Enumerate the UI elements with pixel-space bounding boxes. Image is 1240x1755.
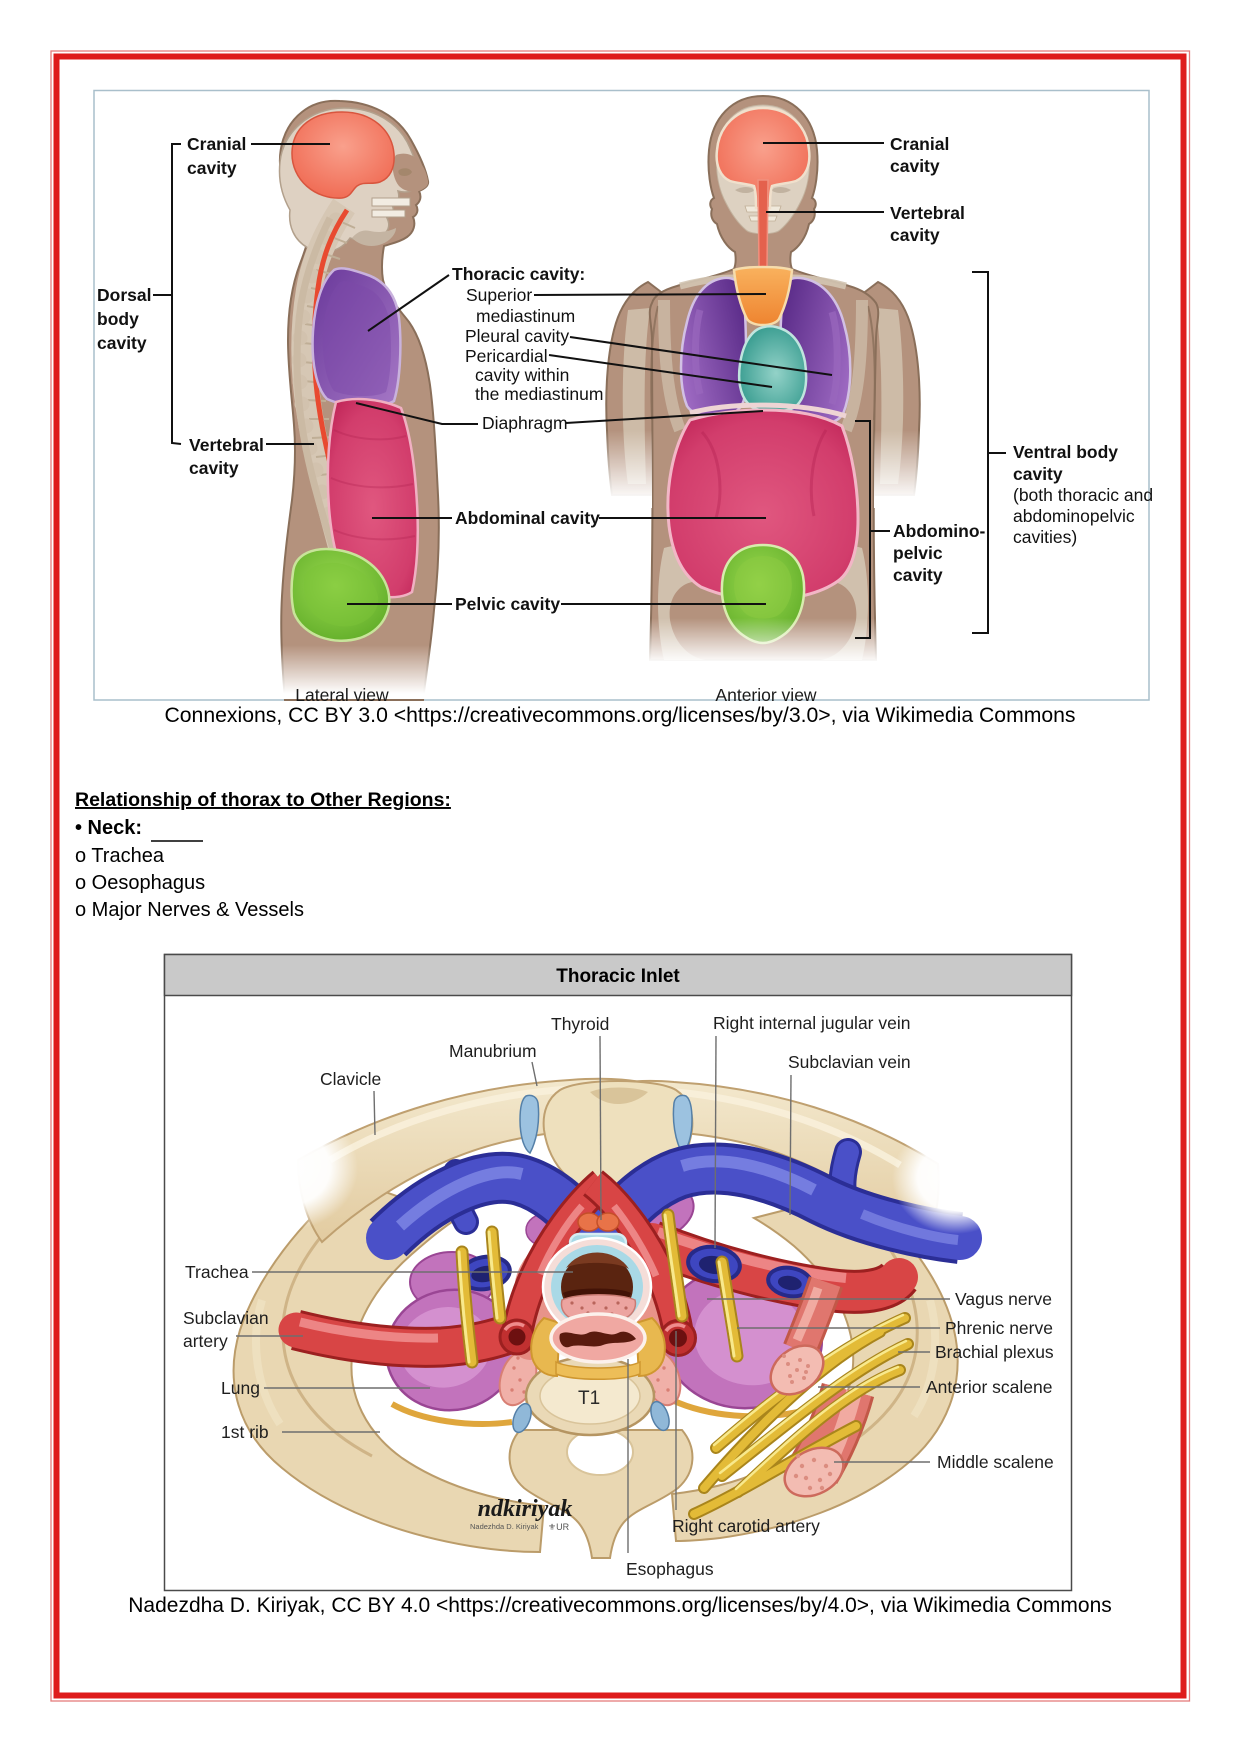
svg-text:Nadezdha D. Kiriyak, CC BY 4.0: Nadezdha D. Kiriyak, CC BY 4.0 <https://… (128, 1594, 1112, 1617)
svg-text:Abdominal cavity: Abdominal cavity (455, 508, 600, 528)
svg-text:the mediastinum: the mediastinum (475, 384, 603, 404)
svg-text:Lateral view: Lateral view (295, 685, 389, 705)
svg-text:Thyroid: Thyroid (551, 1014, 609, 1034)
svg-text:Cranial: Cranial (187, 134, 246, 154)
svg-text:body: body (97, 309, 139, 329)
svg-text:Brachial plexus: Brachial plexus (935, 1342, 1054, 1362)
svg-text:⚜UR: ⚜UR (548, 1522, 570, 1532)
svg-text:Subclavian vein: Subclavian vein (788, 1052, 911, 1072)
svg-text:abdominopelvic: abdominopelvic (1013, 506, 1135, 526)
svg-text:cavity: cavity (187, 158, 237, 178)
svg-text:Right carotid artery: Right carotid artery (672, 1516, 820, 1536)
svg-text:Middle scalene: Middle scalene (937, 1452, 1054, 1472)
svg-text:o Trachea: o Trachea (75, 845, 165, 867)
svg-text:Subclavian: Subclavian (183, 1308, 269, 1328)
svg-text:Right internal jugular vein: Right internal jugular vein (713, 1013, 910, 1033)
svg-text:Ventral body: Ventral body (1013, 442, 1118, 462)
svg-text:Esophagus: Esophagus (626, 1559, 714, 1579)
svg-text:(both thoracic and: (both thoracic and (1013, 485, 1153, 505)
svg-text:• Neck:: • Neck: (75, 817, 142, 839)
svg-text:Manubrium: Manubrium (449, 1041, 537, 1061)
svg-text:Pleural cavity: Pleural cavity (465, 326, 569, 346)
svg-text:cavities): cavities) (1013, 527, 1077, 547)
svg-text:Phrenic nerve: Phrenic nerve (945, 1318, 1053, 1338)
svg-text:Vertebral: Vertebral (189, 435, 264, 455)
svg-text:o Oesophagus: o Oesophagus (75, 872, 205, 894)
svg-text:cavity within: cavity within (475, 365, 569, 385)
svg-text:Relationship of thorax to Othe: Relationship of thorax to Other Regions: (75, 789, 451, 811)
svg-text:Connexions, CC BY 3.0 <https:/: Connexions, CC BY 3.0 <https://creativec… (164, 704, 1075, 727)
svg-text:Vagus nerve: Vagus nerve (955, 1289, 1052, 1309)
svg-text:cavity: cavity (189, 458, 239, 478)
svg-text:Trachea: Trachea (185, 1262, 249, 1282)
svg-text:Superior: Superior (466, 285, 532, 305)
svg-text:cavity: cavity (97, 333, 147, 353)
svg-text:pelvic: pelvic (893, 543, 943, 563)
svg-text:cavity: cavity (890, 225, 940, 245)
svg-text:cavity: cavity (893, 565, 943, 585)
svg-text:Vertebral: Vertebral (890, 203, 965, 223)
svg-text:ndkiriyak: ndkiriyak (478, 1496, 573, 1522)
svg-text:Anterior view: Anterior view (715, 685, 817, 705)
svg-text:Pelvic cavity: Pelvic cavity (455, 594, 560, 614)
svg-text:artery: artery (183, 1331, 228, 1351)
svg-text:mediastinum: mediastinum (476, 306, 575, 326)
svg-text:cavity: cavity (1013, 464, 1063, 484)
svg-text:Clavicle: Clavicle (320, 1069, 381, 1089)
svg-text:Dorsal: Dorsal (97, 285, 151, 305)
svg-text:Anterior scalene: Anterior scalene (926, 1377, 1052, 1397)
svg-text:Nadezhda D. Kiriyak: Nadezhda D. Kiriyak (470, 1522, 539, 1531)
svg-text:Lung: Lung (221, 1378, 260, 1398)
svg-text:1st rib: 1st rib (221, 1422, 269, 1442)
svg-text:cavity: cavity (890, 156, 940, 176)
svg-text:Thoracic cavity:: Thoracic cavity: (452, 264, 585, 284)
svg-text:T1: T1 (578, 1388, 600, 1409)
svg-text:Cranial: Cranial (890, 134, 949, 154)
svg-text:Abdomino-: Abdomino- (893, 521, 986, 541)
svg-text:Pericardial: Pericardial (465, 346, 548, 366)
svg-text:Thoracic Inlet: Thoracic Inlet (556, 966, 680, 987)
svg-text:Diaphragm: Diaphragm (482, 413, 568, 433)
svg-text:o Major Nerves & Vessels: o Major Nerves & Vessels (75, 899, 304, 921)
